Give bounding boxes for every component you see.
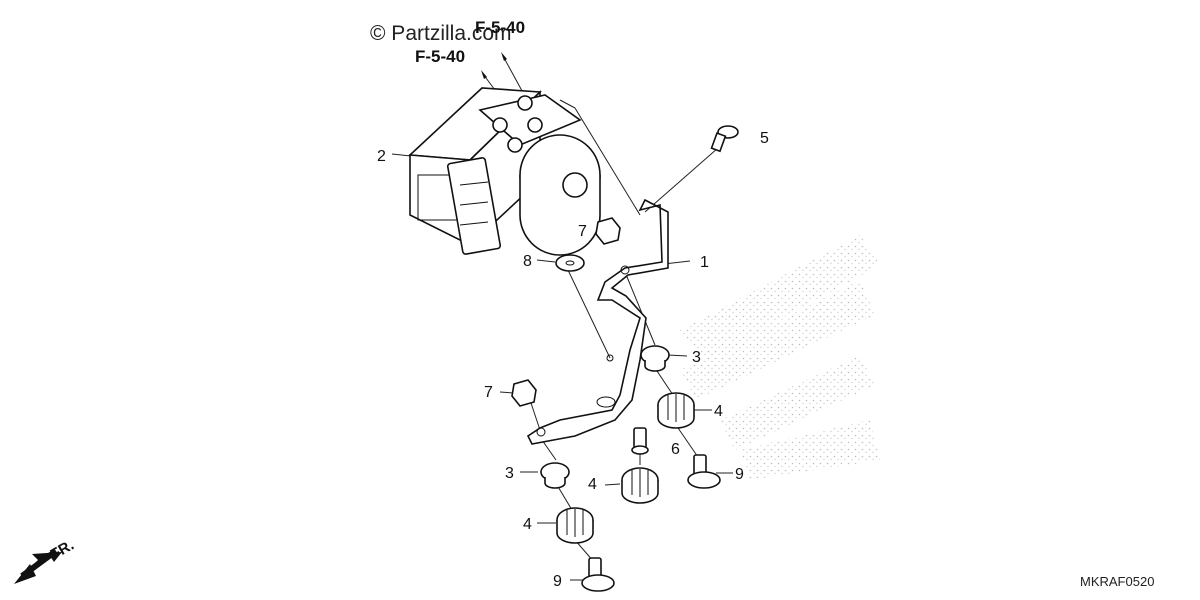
bolt-6 xyxy=(631,427,649,455)
collar-3-lower xyxy=(540,462,570,489)
bolt-9-right xyxy=(687,454,721,489)
watermark-text: © Partzilla.com xyxy=(370,22,512,45)
nut-7-upper xyxy=(595,217,621,245)
callout-6: 6 xyxy=(671,441,680,458)
callout-2: 2 xyxy=(377,148,386,165)
washer-8 xyxy=(555,254,585,272)
callout-3-upper: 3 xyxy=(692,349,701,366)
diagram-code: MKRAF0520 xyxy=(1080,574,1154,589)
callout-7-upper: 7 xyxy=(578,223,587,240)
callout-3-lower: 3 xyxy=(505,465,514,482)
callout-9-lower: 9 xyxy=(553,573,562,590)
callout-1: 1 xyxy=(700,254,709,271)
callout-4-right: 4 xyxy=(714,403,723,420)
callout-5: 5 xyxy=(760,130,769,147)
grommet-4-right xyxy=(657,392,695,429)
bolt-5 xyxy=(710,125,739,153)
callout-9-right: 9 xyxy=(735,466,744,483)
background-stipple xyxy=(680,235,880,480)
callout-4-lower: 4 xyxy=(523,516,532,533)
front-direction-arrow xyxy=(14,548,62,584)
grommet-4-lower xyxy=(556,507,594,544)
abs-modulator xyxy=(408,87,601,256)
collar-3-upper xyxy=(640,345,670,372)
callout-8: 8 xyxy=(523,253,532,270)
nut-7-lower xyxy=(511,379,537,407)
bolt-9-lower xyxy=(581,557,615,592)
callout-4-middle: 4 xyxy=(588,476,597,493)
callout-7-lower: 7 xyxy=(484,384,493,401)
front-direction-label: FR. xyxy=(48,537,77,564)
reference-label-lower: F-5-40 xyxy=(415,47,465,66)
reference-label-upper: F-5-40 xyxy=(475,18,525,37)
bracket xyxy=(526,198,669,445)
grommet-4-middle xyxy=(621,467,659,504)
